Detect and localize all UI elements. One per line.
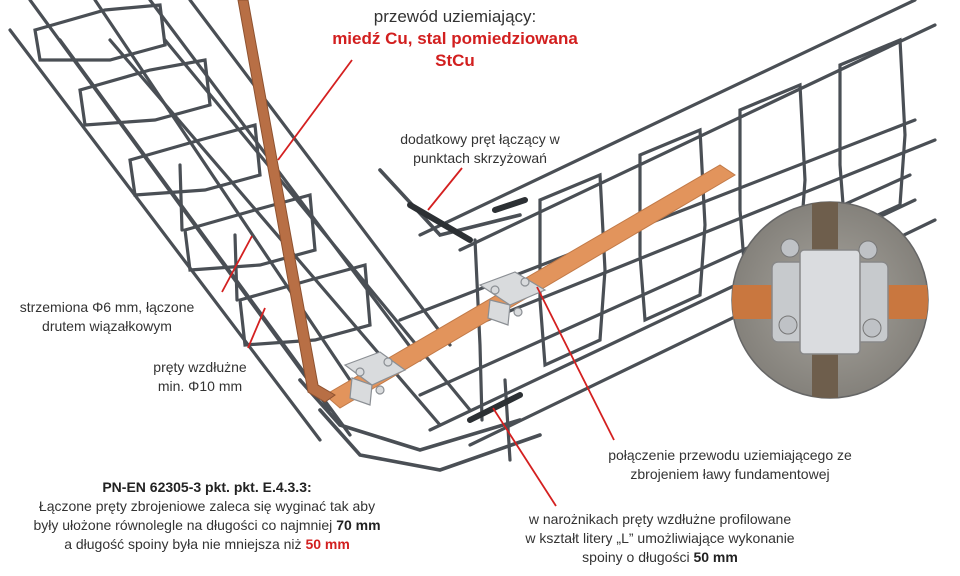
grounding-wire-material: miedź Cu, stal pomiedziowana <box>305 28 605 50</box>
extra-bar-line2: punktach skrzyżowań <box>380 149 580 168</box>
long-bars-line2: min. Φ10 mm <box>130 377 270 396</box>
grounding-wire-title: przewód uziemiający: <box>305 6 605 28</box>
label-grounding-wire: przewód uziemiający: miedź Cu, stal pomi… <box>305 6 605 72</box>
leader-extra-bar <box>428 168 462 210</box>
corners-line3-text: spoiny o długości <box>582 549 693 565</box>
corners-line3: spoiny o długości 50 mm <box>480 548 840 567</box>
standard-line1: Łączone pręty zbrojeniowe zaleca się wyg… <box>2 497 412 516</box>
grounding-wire-material-abbr: StCu <box>305 50 605 72</box>
clamp-photo-inset <box>730 200 930 400</box>
standard-line2: były ułożone równolegle na długości co n… <box>2 516 412 535</box>
standard-line3-text: a długość spoiny była nie mniejsza niż <box>64 536 305 552</box>
corners-line1: w narożnikach pręty wzdłużne profilowane <box>480 510 840 529</box>
label-stirrups: strzemiona Φ6 mm, łączone drutem wiązałk… <box>2 298 212 336</box>
label-long-bars: pręty wzdłużne min. Φ10 mm <box>130 358 270 396</box>
stirrups-line1: strzemiona Φ6 mm, łączone <box>2 298 212 317</box>
connection-line2: zbrojeniem ławy fundamentowej <box>585 465 875 484</box>
long-bars-line1: pręty wzdłużne <box>130 358 270 377</box>
connection-line1: połączenie przewodu uziemiającego ze <box>585 446 875 465</box>
leader-long-bars <box>248 308 265 348</box>
standard-title: PN-EN 62305-3 pkt. pkt. E.4.3.3: <box>2 478 412 497</box>
label-corners: w narożnikach pręty wzdłużne profilowane… <box>480 510 840 567</box>
corners-line2: w kształt litery „L” umożliwiające wykon… <box>480 529 840 548</box>
leader-grounding-wire <box>278 60 352 160</box>
standard-parallel-length: 70 mm <box>336 517 380 533</box>
corners-weld-length: 50 mm <box>693 549 737 565</box>
extra-bar-line1: dodatkowy pręt łączący w <box>380 130 580 149</box>
leader-corners <box>493 408 556 506</box>
standard-weld-length: 50 mm <box>305 536 349 552</box>
label-standard: PN-EN 62305-3 pkt. pkt. E.4.3.3: Łączone… <box>2 478 412 554</box>
label-connection: połączenie przewodu uziemiającego ze zbr… <box>585 446 875 484</box>
standard-line2-text: były ułożone równolegle na długości co n… <box>33 517 336 533</box>
stirrups-line2: drutem wiązałkowym <box>2 317 212 336</box>
leader-lines <box>222 60 614 506</box>
standard-line3: a długość spoiny była nie mniejsza niż 5… <box>2 535 412 554</box>
label-extra-bar: dodatkowy pręt łączący w punktach skrzyż… <box>380 130 580 168</box>
